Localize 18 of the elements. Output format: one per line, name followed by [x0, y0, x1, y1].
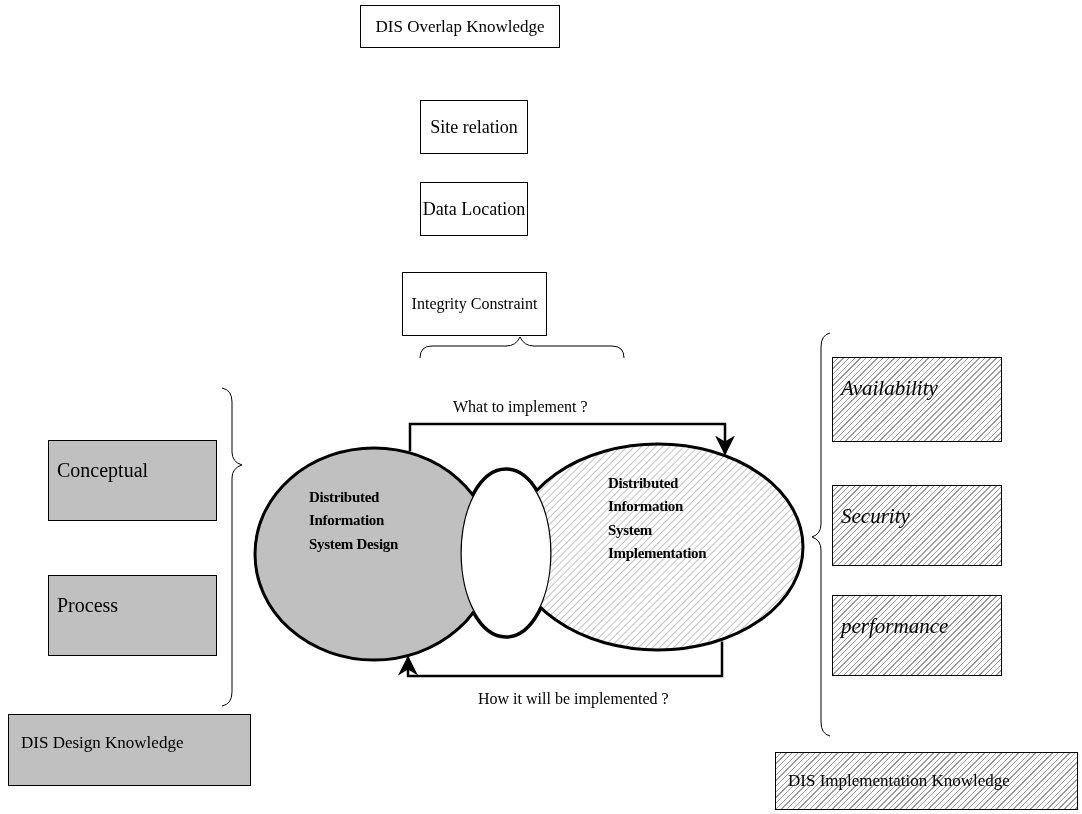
ellipse-label: Distributed Information System Design	[309, 488, 399, 554]
quality-box: performance	[832, 595, 1002, 676]
edge-label: What to implement ?	[453, 398, 588, 416]
overlap-ellipse	[458, 467, 554, 639]
concept-box: Integrity Constraint	[402, 272, 547, 336]
aspect-box: Process	[48, 575, 217, 656]
quality-box: Security	[832, 485, 1002, 566]
edge-label: How it will be implemented ?	[478, 690, 669, 708]
knowledge-box: DIS Overlap Knowledge	[360, 5, 560, 48]
quality-box: Availability	[832, 357, 1002, 442]
knowledge-box: DIS Implementation Knowledge	[775, 752, 1078, 810]
arrow	[398, 641, 724, 678]
concept-box: Site relation	[420, 100, 528, 154]
ellipse-label: Distributed Information System Implementation	[608, 474, 708, 563]
concept-box: Data Location	[420, 182, 528, 236]
aspect-box: Conceptual	[48, 440, 217, 521]
arrow	[408, 422, 735, 456]
knowledge-box: DIS Design Knowledge	[8, 714, 251, 786]
